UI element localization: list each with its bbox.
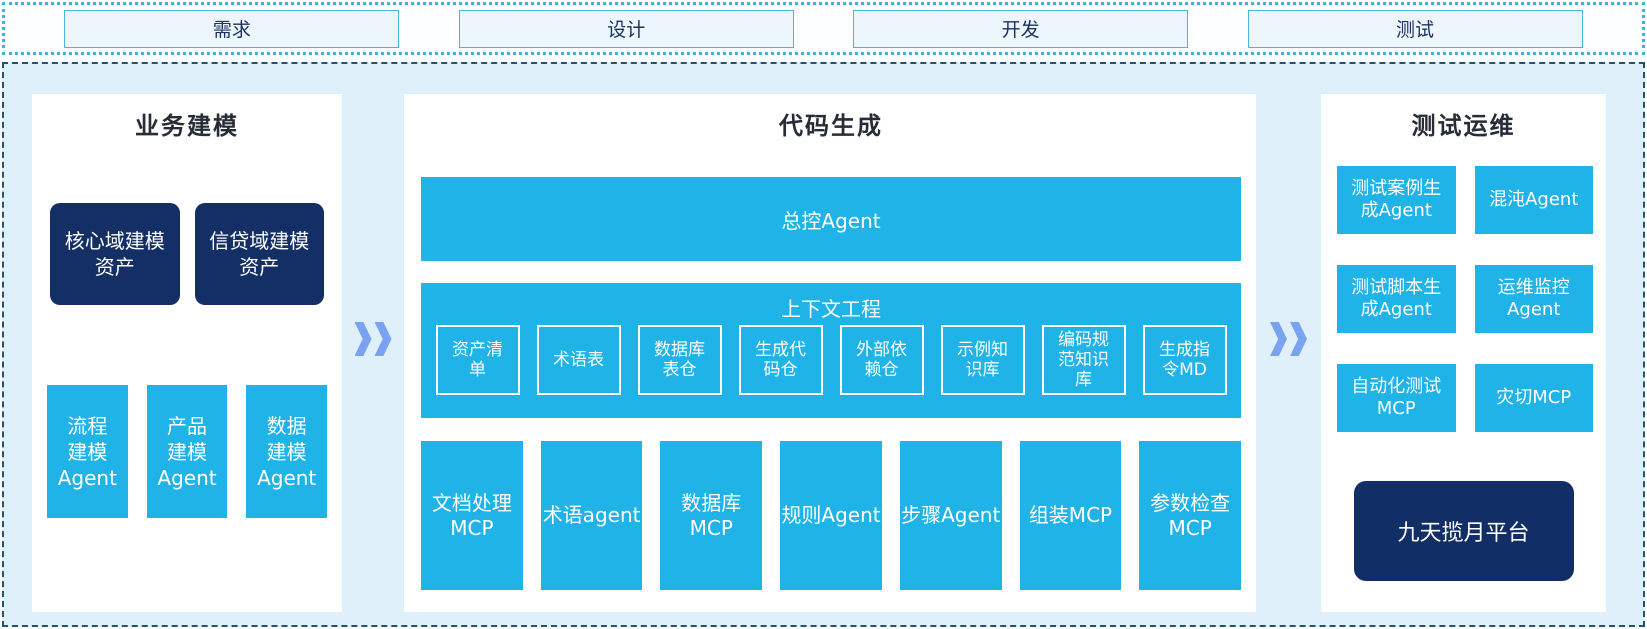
tool-node-assembly-mcp: 组装MCP	[1019, 441, 1122, 590]
context-item-db-table-repo: 数据库 表仓	[637, 325, 722, 395]
agent-node-data-modeling: 数据 建模 Agent	[246, 385, 328, 518]
tool-node-glossary-agent: 术语agent	[540, 441, 643, 590]
chevron-right-icon	[1270, 322, 1287, 356]
context-item-glossary: 术语表	[536, 325, 621, 395]
tool-node-step-agent: 步骤Agent	[899, 441, 1002, 590]
phase-label: 需求	[212, 19, 251, 41]
master-agent-bar: 总控Agent	[421, 177, 1241, 261]
ops-node-ops-monitor-agent: 运维监控 Agent	[1474, 265, 1593, 333]
phase-box-testing: 测试	[1247, 9, 1583, 48]
agent-row: 流程 建模 Agent 产品 建模 Agent 数据 建模 Agent	[32, 385, 342, 518]
context-engineering-title: 上下文工程	[781, 297, 881, 321]
tool-node-doc-processing-mcp: 文档处理 MCP	[421, 441, 523, 590]
phase-box-design: 设计	[458, 9, 794, 48]
ops-node-test-case-gen-agent: 测试案例生 成Agent	[1337, 166, 1456, 234]
context-item-generation-instruction-md: 生成指 令MD	[1142, 325, 1227, 395]
panel-title: 业务建模	[135, 112, 239, 140]
ops-node-disaster-switch-mcp: 灾切MCP	[1474, 364, 1593, 432]
asset-row: 核心域建模 资产 信贷域建模 资产	[32, 203, 342, 305]
context-engineering-block: 上下文工程 资产清 单 术语表 数据库 表仓 生成代 码仓 外部依 赖仓 示例知…	[421, 283, 1241, 418]
flow-gutter	[1256, 94, 1321, 625]
panel-business-modeling: 业务建模 核心域建模 资产 信贷域建模 资产 流程 建模 Agent 产品 建模…	[32, 94, 342, 612]
context-engineering-items: 资产清 单 术语表 数据库 表仓 生成代 码仓 外部依 赖仓 示例知 识库 编码…	[435, 325, 1227, 395]
phase-box-requirements: 需求	[64, 9, 400, 48]
chevron-right-icon	[374, 322, 392, 356]
tool-node-rule-agent: 规则Agent	[780, 441, 882, 590]
ops-node-auto-test-mcp: 自动化测试 MCP	[1337, 364, 1456, 432]
panel-title: 测试运维	[1411, 112, 1516, 140]
agent-node-process-modeling: 流程 建模 Agent	[47, 385, 128, 518]
panel-test-ops: 测试运维 测试案例生 成Agent 混沌Agent 测试脚本生 成Agent 运…	[1321, 94, 1606, 612]
panel-code-generation: 代码生成 总控Agent 上下文工程 资产清 单 术语表 数据库 表仓 生成代 …	[404, 94, 1256, 612]
phase-label: 开发	[1001, 19, 1040, 41]
phase-box-development: 开发	[853, 9, 1189, 48]
ops-node-test-script-gen-agent: 测试脚本生 成Agent	[1337, 265, 1456, 333]
tools-row: 文档处理 MCP 术语agent 数据库 MCP 规则Agent 步骤Agent…	[421, 441, 1242, 590]
chevron-right-icon	[1290, 322, 1307, 356]
phase-label: 设计	[607, 19, 646, 41]
ops-grid: 测试案例生 成Agent 混沌Agent 测试脚本生 成Agent 运维监控 A…	[1321, 166, 1606, 432]
phase-label: 测试	[1396, 19, 1435, 41]
flow-gutter	[342, 94, 404, 625]
asset-node-core-domain: 核心域建模 资产	[50, 203, 180, 305]
main-area: 业务建模 核心域建模 资产 信贷域建模 资产 流程 建模 Agent 产品 建模…	[2, 62, 1645, 627]
double-chevron-right-icon	[354, 322, 392, 356]
phase-strip: 需求 设计 开发 测试	[2, 2, 1645, 55]
tool-node-param-check-mcp: 参数检查 MCP	[1139, 441, 1242, 590]
agent-node-product-modeling: 产品 建模 Agent	[146, 385, 228, 518]
tool-node-database-mcp: 数据库 MCP	[660, 441, 763, 590]
chevron-right-icon	[354, 322, 372, 356]
platform-node-jiutian-lanyue: 九天揽月平台	[1353, 481, 1574, 581]
context-item-example-kb: 示例知 识库	[940, 325, 1025, 395]
context-item-generated-code-repo: 生成代 码仓	[738, 325, 823, 395]
double-chevron-right-icon	[1270, 322, 1307, 356]
asset-node-credit-domain: 信贷域建模 资产	[194, 203, 324, 305]
context-item-coding-standard-kb: 编码规 范知识 库	[1041, 325, 1126, 395]
ops-node-chaos-agent: 混沌Agent	[1474, 166, 1593, 234]
context-item-external-deps-repo: 外部依 赖仓	[839, 325, 924, 395]
context-item-asset-list: 资产清 单	[435, 325, 520, 395]
panel-title: 代码生成	[779, 112, 883, 140]
